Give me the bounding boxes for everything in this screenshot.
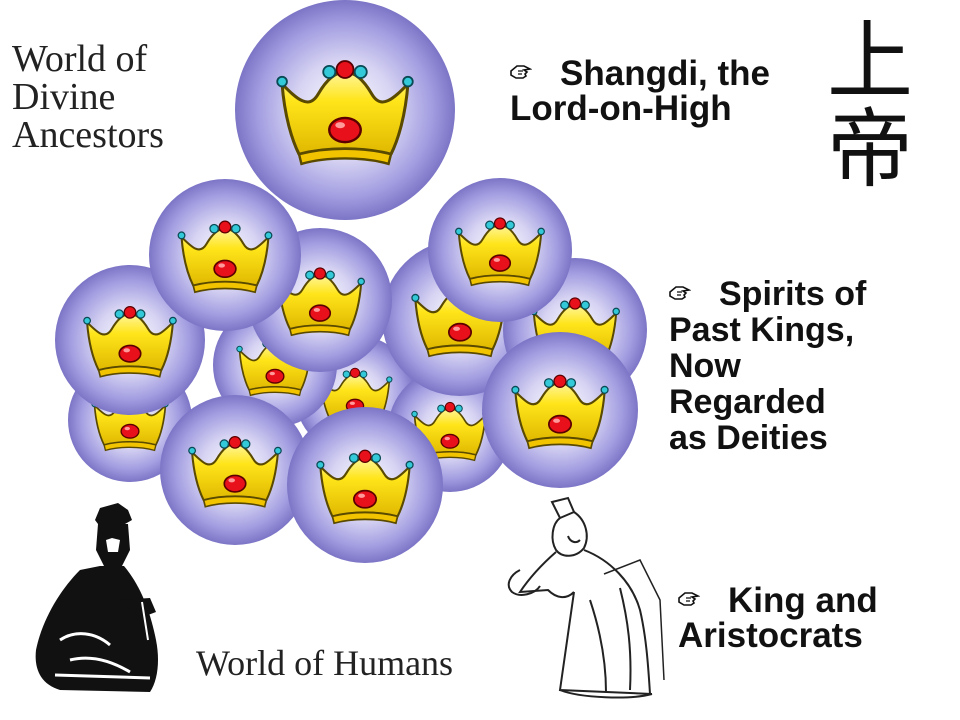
bullet-line: Aristocrats [678, 616, 863, 655]
bullet-text: Spirits of [719, 275, 867, 313]
label-line: Ancestors [12, 114, 164, 156]
bullet-line: Lord-on-High [510, 89, 732, 128]
bullet-shangdi: Shangdi, the Lord-on-High [510, 56, 770, 126]
ancestor-crown-orb [482, 332, 638, 488]
ancestor-crown-orb [149, 179, 301, 331]
hanzi-shangdi: 上 帝 [815, 18, 925, 198]
bullet-line: Now [669, 347, 741, 386]
ancestor-crown-orb [287, 407, 443, 563]
pointing-hand-icon [669, 285, 691, 300]
bullet-text: Shangdi, the [560, 54, 770, 93]
bullet-king-and-aristocrats: King and Aristocrats [678, 583, 878, 653]
shangdi-crown-orb [235, 0, 455, 220]
label-world-divine-ancestors: World of Divine Ancestors [12, 40, 242, 154]
label-world-of-humans: World of Humans [196, 643, 454, 683]
bullet-line: Shangdi, the [510, 56, 770, 91]
bullet-text: King and [728, 581, 878, 620]
bullet-line: Past Kings, [669, 311, 855, 350]
hanzi-char: 帝 [827, 100, 913, 200]
bullet-line: as Deities [669, 419, 828, 458]
ancestor-crown-orb [428, 178, 572, 322]
bullet-spirits-of-past-kings: Spirits of Past Kings, Now Regarded as D… [669, 276, 866, 456]
pointing-hand-icon [678, 592, 700, 607]
pointing-hand-icon [510, 65, 532, 80]
ancestor-crown-orb [160, 395, 310, 545]
label-line: Divine [12, 76, 116, 118]
bullet-line: King and [678, 583, 878, 618]
hanzi-char: 上 [827, 12, 913, 112]
label-line: World of [12, 38, 148, 80]
bullet-line: Regarded [669, 383, 826, 422]
bullet-line: Spirits of [669, 276, 866, 312]
